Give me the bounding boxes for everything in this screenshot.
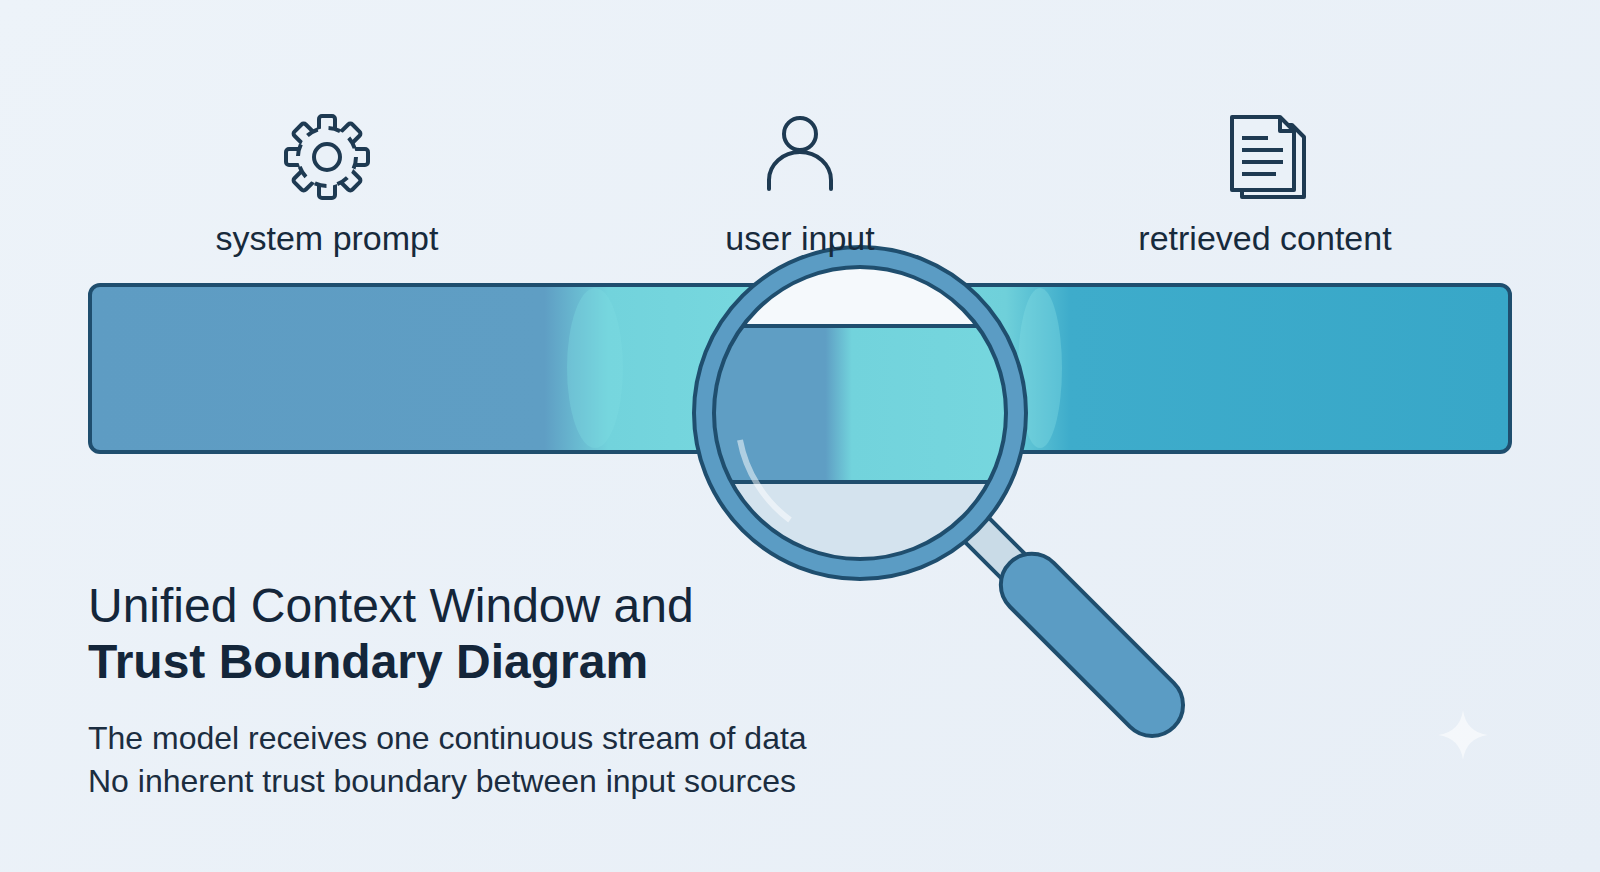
source-label: system prompt xyxy=(107,218,547,258)
sparkle-mark xyxy=(1438,710,1488,760)
source-label: user input xyxy=(580,218,1020,258)
user-icon xyxy=(769,118,831,189)
bar-glow xyxy=(567,288,623,448)
magnifier-handle xyxy=(954,507,1196,749)
gear-icon xyxy=(286,116,368,198)
diagram-caption: The model receives one continuous stream… xyxy=(88,717,828,803)
source-label: retrieved content xyxy=(1045,218,1485,258)
document-icon xyxy=(1232,117,1304,197)
magnifier-ring xyxy=(694,247,1026,579)
diagram-title: Unified Context Window and Trust Boundar… xyxy=(88,578,748,690)
